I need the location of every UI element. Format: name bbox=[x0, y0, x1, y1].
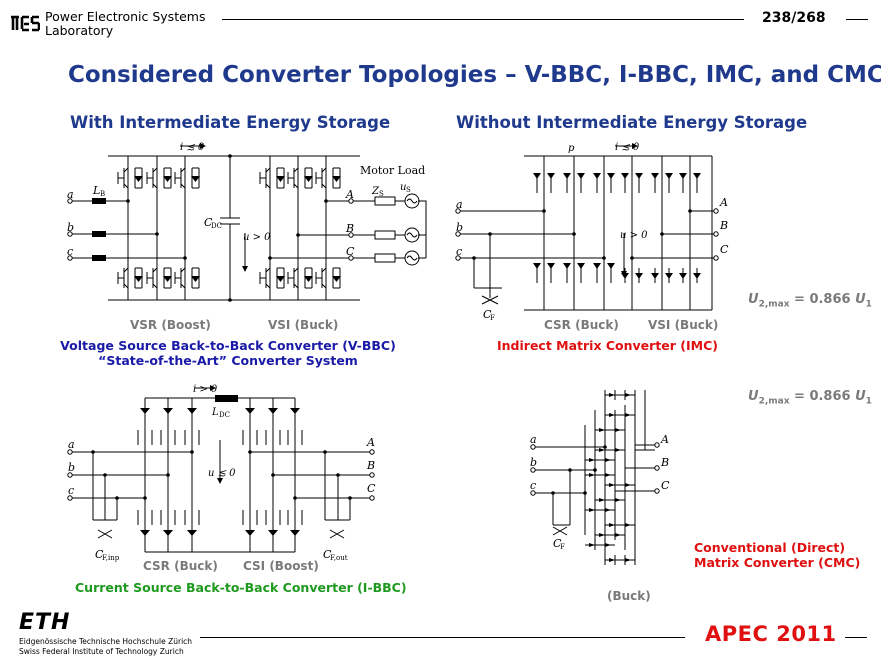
vbbc-us: u bbox=[400, 182, 406, 193]
imc-umax-u1: U bbox=[855, 292, 866, 307]
vbbc-us-sub: S bbox=[406, 186, 411, 194]
imc-voltage-label: u > 0 bbox=[620, 230, 648, 241]
ibbc-current-label: i > 0 bbox=[193, 384, 218, 395]
ibbc-left-bridge-label: CSR (Buck) bbox=[143, 559, 218, 573]
ibbc-right-bridge-label: CSI (Boost) bbox=[243, 559, 319, 573]
ibbc-ldc-sub: DC bbox=[219, 411, 230, 419]
vbbc-left-bridge-label: VSR (Boost) bbox=[130, 318, 211, 332]
pes-logo bbox=[10, 13, 41, 37]
header-rule bbox=[222, 19, 744, 20]
vbbc-caption: Voltage Source Back-to-Back Converter (V… bbox=[60, 338, 396, 368]
footer-rule bbox=[200, 637, 685, 638]
imc-in-a: a bbox=[456, 198, 463, 211]
ibbc-out-b: B bbox=[366, 459, 375, 472]
vbbc-out-a: A bbox=[345, 188, 354, 201]
imc-out-c: C bbox=[720, 243, 729, 256]
header-rule-end bbox=[846, 19, 868, 20]
cmc-buck-label: (Buck) bbox=[607, 589, 651, 603]
vbbc-in-b: b bbox=[67, 221, 74, 234]
vbbc-in-a: a bbox=[67, 188, 74, 201]
cmc-in-c: c bbox=[530, 479, 536, 492]
imc-caption: Indirect Matrix Converter (IMC) bbox=[497, 338, 718, 353]
ibbc-ldc: L bbox=[211, 407, 219, 418]
slide-number: 238/268 bbox=[762, 10, 826, 26]
vbbc-cdc-sub: DC bbox=[211, 222, 222, 230]
ibbc-out-a: A bbox=[366, 436, 375, 449]
lab-name-line2: Laboratory bbox=[45, 23, 114, 38]
imc-right-bridge-label: VSI (Buck) bbox=[648, 318, 719, 332]
cmc-umax-u: U bbox=[748, 389, 759, 404]
apec-logo: APEC 2011 bbox=[705, 622, 837, 646]
imc-in-b: b bbox=[456, 221, 463, 234]
imc-p-label: p bbox=[568, 143, 575, 154]
vbbc-caption-line2: “State-of-the-Art” Converter System bbox=[98, 353, 358, 368]
ibbc-cfinp-sub: F,inp bbox=[102, 554, 120, 562]
vbbc-zs-sub: S bbox=[379, 190, 384, 198]
imc-left-bridge-label: CSR (Buck) bbox=[544, 318, 619, 332]
ibbc-cfinp: C bbox=[95, 548, 104, 561]
cmc-caption-line1: Conventional (Direct) bbox=[694, 540, 846, 555]
cmc-in-a: a bbox=[530, 433, 537, 446]
page-title: Considered Converter Topologies – V-BBC,… bbox=[68, 62, 881, 88]
vbbc-lb: L bbox=[92, 184, 100, 197]
cmc-umax: U2,max = 0.866 U1 bbox=[748, 389, 872, 407]
imc-umax: U2,max = 0.866 U1 bbox=[748, 292, 872, 310]
vbbc-voltage-label: u > 0 bbox=[243, 232, 271, 243]
ibbc-cfout-sub: F,out bbox=[330, 554, 348, 562]
vbbc-schematic: i ≲ 0 Motor Load L B C DC u > 0 Z S u S … bbox=[67, 142, 427, 302]
cmc-umax-u1: U bbox=[855, 389, 866, 404]
imc-current-label: i ≲ 0 bbox=[615, 142, 640, 153]
vbbc-out-b: B bbox=[345, 222, 354, 235]
cmc-umax-sub1: 1 bbox=[865, 396, 872, 407]
vbbc-cdc: C bbox=[204, 216, 213, 229]
ibbc-voltage-label: u ≲ 0 bbox=[208, 468, 236, 479]
imc-umax-sub: 2,max bbox=[758, 299, 790, 310]
pes-logo-icon bbox=[11, 15, 41, 32]
lab-name: Power Electronic Systems Laboratory bbox=[45, 10, 205, 38]
eth-line2: Swiss Federal Institute of Technology Zu… bbox=[19, 647, 184, 656]
imc-schematic: p i ≲ 0 u > 0 C F a b c A B C bbox=[455, 142, 729, 322]
ibbc-cfout: C bbox=[323, 548, 332, 561]
vbbc-out-c: C bbox=[346, 245, 355, 258]
vbbc-caption-line1: Voltage Source Back-to-Back Converter (V… bbox=[60, 338, 396, 353]
ibbc-out-c: C bbox=[367, 482, 376, 495]
imc-out-a: A bbox=[719, 196, 728, 209]
imc-out-b: B bbox=[719, 219, 728, 232]
lab-name-line1: Power Electronic Systems bbox=[45, 9, 206, 24]
imc-umax-sub1: 1 bbox=[865, 299, 872, 310]
left-heading: With Intermediate Energy Storage bbox=[70, 113, 391, 132]
vbbc-motor-load: Motor Load bbox=[360, 164, 425, 177]
imc-cf: C bbox=[483, 308, 492, 321]
vbbc-in-c: c bbox=[67, 245, 73, 258]
cmc-caption: Conventional (Direct) Matrix Converter (… bbox=[694, 540, 860, 570]
cmc-out-b: B bbox=[660, 456, 669, 469]
vbbc-zs: Z bbox=[371, 186, 380, 197]
vbbc-right-bridge-label: VSI (Buck) bbox=[268, 318, 339, 332]
ibbc-in-b: b bbox=[68, 461, 75, 474]
ibbc-in-c: c bbox=[68, 484, 74, 497]
imc-in-c: c bbox=[456, 245, 462, 258]
imc-umax-eq: = 0.866 bbox=[789, 292, 856, 307]
ibbc-schematic: i > 0 L DC u ≲ 0 C F,inp C F,out a b c A… bbox=[67, 384, 376, 562]
imc-umax-u: U bbox=[748, 292, 759, 307]
cmc-out-c: C bbox=[661, 479, 670, 492]
footer-rule-end bbox=[845, 637, 867, 638]
ibbc-in-a: a bbox=[68, 438, 75, 451]
cmc-umax-sub: 2,max bbox=[758, 396, 790, 407]
cmc-cf: C bbox=[553, 537, 562, 550]
eth-logo: ETH bbox=[19, 610, 71, 635]
cmc-schematic: C F a b c A B C bbox=[530, 390, 670, 565]
cmc-out-a: A bbox=[660, 433, 669, 446]
eth-line1: Eidgenössische Technische Hochschule Zür… bbox=[19, 637, 193, 646]
right-heading: Without Intermediate Energy Storage bbox=[456, 113, 808, 132]
ibbc-caption: Current Source Back-to-Back Converter (I… bbox=[75, 580, 407, 595]
cmc-umax-eq: = 0.866 bbox=[789, 389, 856, 404]
cmc-cf-sub: F bbox=[560, 543, 565, 551]
cmc-caption-line2: Matrix Converter (CMC) bbox=[694, 555, 861, 570]
vbbc-current-label: i ≲ 0 bbox=[180, 142, 205, 153]
cmc-in-b: b bbox=[530, 456, 537, 469]
imc-cf-sub: F bbox=[490, 314, 495, 322]
vbbc-lb-sub: B bbox=[100, 190, 105, 198]
